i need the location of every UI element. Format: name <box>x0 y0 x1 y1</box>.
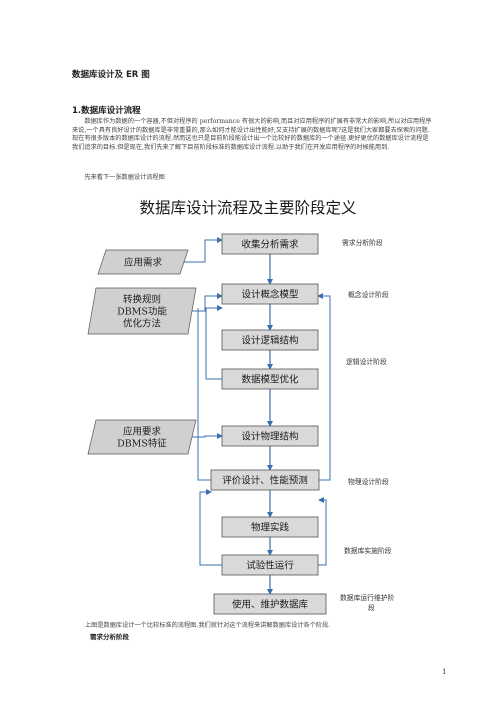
step-label: 评价设计、性能预测 <box>222 475 308 487</box>
step-label: 试验性运行 <box>246 560 294 572</box>
step-box-9: 使用、维护数据库 <box>213 593 327 615</box>
feedback-arrow <box>205 305 223 380</box>
step-label: 物理实践 <box>251 522 290 534</box>
section-title: 1.数据库设计流程 <box>72 106 141 116</box>
diagram-caption: 上图是数据库设计一个比较标准的流程图.我们就针对这个流程来讲解数据库设计各个阶段… <box>85 622 331 629</box>
step-label: 收集分析需求 <box>241 239 299 251</box>
flow-arrows <box>182 237 331 595</box>
feedback-arrow <box>199 489 222 566</box>
page-number: 1 <box>442 668 447 676</box>
stage-label-6: 段 <box>368 603 375 612</box>
diagram-lead-text: 先来看下一张数据设计流程图 <box>84 174 165 181</box>
stage-label-4: 物理设计阶段 <box>348 477 389 486</box>
step-label: 数据模型优化 <box>241 374 299 386</box>
step-box-6: 评价设计、性能预测 <box>210 469 320 491</box>
input-label: DBMS特征 <box>117 438 167 450</box>
stage-label-6: 数据库运行维护阶 <box>340 593 395 602</box>
step-label: 使用、维护数据库 <box>232 599 309 611</box>
step-box-4: 数据模型优化 <box>221 368 319 390</box>
input-label: 应用需求 <box>124 257 163 269</box>
step-box-5: 设计物理结构 <box>221 425 319 447</box>
input-label: 应用要求 <box>123 426 162 438</box>
stage-label-2: 概念设计阶段 <box>348 290 389 299</box>
input-arrow <box>182 237 223 263</box>
feedback-arrow <box>197 308 211 481</box>
step-boxes: 收集分析需求设计概念模型设计逻辑结构数据模型优化设计物理结构评价设计、性能预测物… <box>210 233 327 615</box>
stage-label-3: 逻辑设计阶段 <box>346 357 387 366</box>
step-box-8: 试验性运行 <box>221 554 319 576</box>
feedback-arrow <box>317 293 331 481</box>
input-arrow <box>190 433 223 439</box>
input-label: DBMS功能 <box>117 306 167 318</box>
step-box-2: 设计概念模型 <box>221 283 319 305</box>
step-box-1: 收集分析需求 <box>221 233 319 255</box>
step-label: 设计物理结构 <box>241 431 298 443</box>
step-box-7: 物理实践 <box>221 516 319 538</box>
input-box-1: 应用需求 <box>97 249 189 275</box>
input-label: 转换规则 <box>123 294 161 306</box>
stage-label-5: 数据库实施阶段 <box>344 546 392 555</box>
diagram-title: 数据库设计流程及主要阶段定义 <box>139 199 357 217</box>
input-label: 优化方法 <box>123 318 161 330</box>
feedback-arrow <box>318 497 327 566</box>
intro-paragraph: 数据库作为数据的一个容器,不但对程序的 performance 有很大的影响,而… <box>72 118 432 151</box>
document-title: 数据库设计及 ER 图 <box>72 70 150 80</box>
subsection-title: 需求分析阶段 <box>90 633 129 641</box>
step-label: 设计逻辑结构 <box>241 335 298 347</box>
stage-label-1: 需求分析阶段 <box>342 238 383 247</box>
step-label: 设计概念模型 <box>241 289 299 301</box>
step-box-3: 设计逻辑结构 <box>221 329 319 351</box>
